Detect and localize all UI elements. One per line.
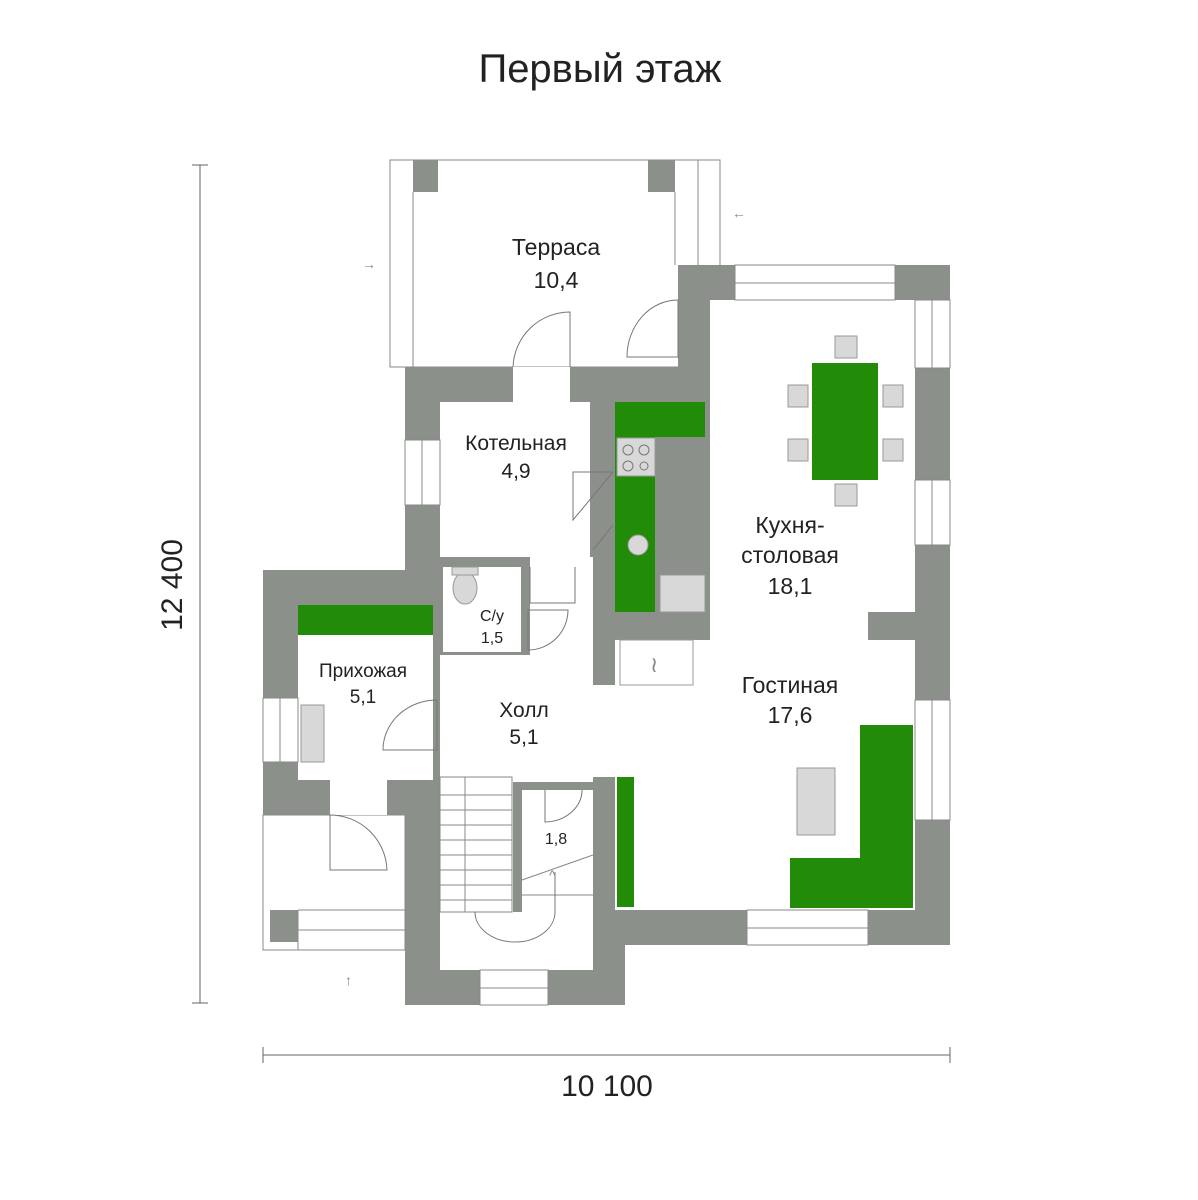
room-name: Терраса xyxy=(512,234,600,260)
room-name: Котельная xyxy=(465,432,567,455)
stove-icon xyxy=(616,437,656,477)
width-label: 10 100 xyxy=(561,1070,653,1103)
room-area: 4,9 xyxy=(501,460,530,483)
terrace-column xyxy=(648,160,675,192)
room-name: столовая xyxy=(741,542,839,568)
height-dimension: 12 400 xyxy=(156,164,208,1004)
sink-icon xyxy=(627,534,649,556)
fire-icon: ≀ xyxy=(650,652,658,677)
doors xyxy=(382,299,679,823)
height-label: 12 400 xyxy=(156,539,189,631)
toilet-tank xyxy=(451,566,479,576)
room-area: 10,4 xyxy=(534,267,579,293)
entry-arrow-icon: ↑ xyxy=(345,972,352,988)
chair xyxy=(787,384,809,408)
room-name: С/у xyxy=(480,608,504,625)
porch: ↑ xyxy=(262,780,406,988)
dining-table xyxy=(812,363,878,480)
toilet-icon xyxy=(452,571,478,605)
furniture: ≀ xyxy=(298,335,913,908)
bench xyxy=(300,704,325,763)
room-name: Кухня- xyxy=(755,512,824,538)
sofa xyxy=(790,725,913,908)
fridge xyxy=(659,574,706,613)
chair xyxy=(882,438,904,462)
room-name: Прихожая xyxy=(319,661,407,682)
entry-arrow-icon: → xyxy=(362,256,376,272)
wardrobe xyxy=(298,605,433,635)
room-area: 1,8 xyxy=(545,831,567,848)
room-area: 1,5 xyxy=(481,630,503,647)
room-area: 5,1 xyxy=(350,687,376,708)
chair xyxy=(787,438,809,462)
room-area: 18,1 xyxy=(768,573,813,599)
width-dimension: 10 100 xyxy=(262,1047,951,1103)
room-area: 17,6 xyxy=(768,702,813,728)
chair xyxy=(834,483,858,507)
chair xyxy=(882,384,904,408)
chair xyxy=(834,335,858,359)
terrace-column xyxy=(413,160,438,192)
tv-stand xyxy=(617,777,634,907)
room-area: 5,1 xyxy=(509,726,538,749)
stair-direction-arrow-icon: ^ xyxy=(549,867,556,883)
entry-arrow-icon: ← xyxy=(732,205,746,221)
fireplace xyxy=(619,639,694,686)
windows xyxy=(262,264,951,1006)
room-name: Гостиная xyxy=(742,672,839,698)
plan-title: Первый этаж xyxy=(478,47,721,91)
terrace: → ← xyxy=(362,159,746,368)
staircase: ^ xyxy=(439,776,594,943)
room-name: Холл xyxy=(499,699,549,722)
coffee-table xyxy=(796,767,836,836)
